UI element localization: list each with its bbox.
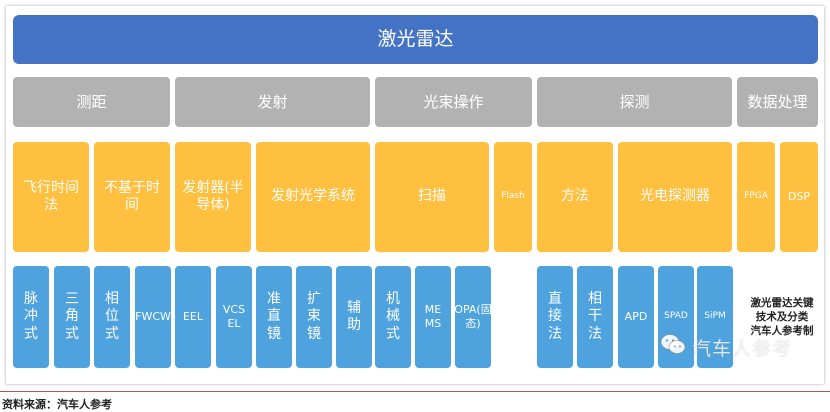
sub-photodetector: 光电探测器 <box>618 142 732 252</box>
category-emission: 发射 <box>175 77 370 127</box>
watermark-name: 汽车人参考 <box>692 338 793 360</box>
item-phase: 相位式 <box>94 266 130 368</box>
sub-non-time-based: 不基于时间 <box>94 142 170 252</box>
source-divider <box>0 391 830 392</box>
sub-fpga: FPGA <box>737 142 775 252</box>
item-auxiliary: 辅助 <box>336 266 372 368</box>
item-triangulation: 三角式 <box>54 266 90 368</box>
category-ranging: 测距 <box>13 77 170 127</box>
sub-emitter-semiconductor: 发射器(半导体) <box>175 142 251 252</box>
item-eel: EEL <box>175 266 211 368</box>
sub-method: 方法 <box>537 142 613 252</box>
item-direct-method: 直接法 <box>537 266 573 368</box>
category-detection: 探测 <box>537 77 732 127</box>
item-coherent-method: 相干法 <box>577 266 613 368</box>
watermark-caption-line: 激光雷达关键 <box>750 297 814 309</box>
item-beam-expander: 扩束镜 <box>296 266 332 368</box>
category-data-processing: 数据处理 <box>737 77 818 127</box>
watermark-caption-line: 汽车人参考制 <box>750 325 814 337</box>
sub-dsp: DSP <box>780 142 818 252</box>
item-sipm: SiPM <box>697 266 733 368</box>
item-pulse: 脉冲式 <box>13 266 49 368</box>
diagram-title: 激光雷达 <box>13 15 818 64</box>
wechat-icon <box>660 334 686 354</box>
item-vcsel: VCSEL <box>216 266 252 368</box>
item-apd: APD <box>618 266 654 368</box>
item-mechanical: 机械式 <box>375 266 411 368</box>
watermark-caption-line: 技术及分类 <box>755 311 809 323</box>
sub-scanning: 扫描 <box>375 142 489 252</box>
category-beam-steering: 光束操作 <box>375 77 532 127</box>
item-mems: MEMS <box>415 266 451 368</box>
watermark-caption: 激光雷达关键 技术及分类 汽车人参考制 <box>741 296 823 338</box>
source-note: 资料来源：汽车人参考 <box>2 398 112 411</box>
sub-flash: Flash <box>494 142 532 252</box>
sub-emission-optics: 发射光学系统 <box>256 142 370 252</box>
sub-time-of-flight: 飞行时间法 <box>13 142 89 252</box>
item-spad: SPAD <box>658 266 694 368</box>
item-fwcw: FWCW <box>135 266 171 368</box>
item-opa-solid-state: OPA(固态) <box>454 266 492 368</box>
item-collimator: 准直镜 <box>256 266 292 368</box>
